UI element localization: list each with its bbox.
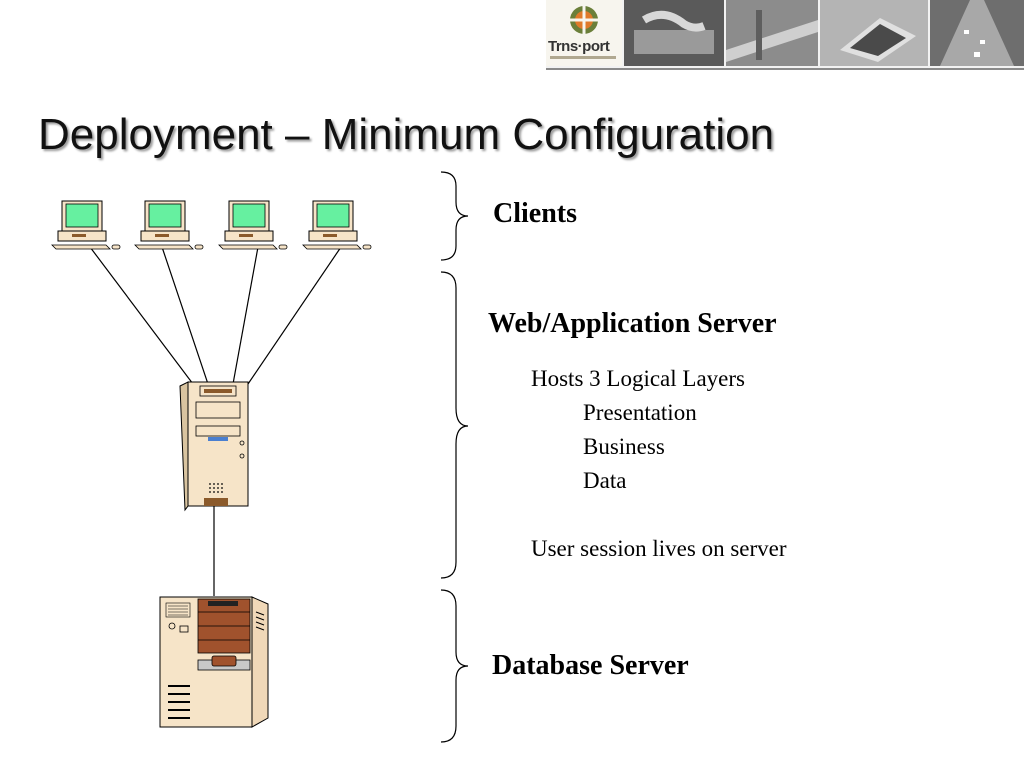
trnsport-logo: Trns·port [546, 0, 622, 66]
connection-line [247, 246, 342, 385]
brace-shapes [440, 171, 469, 743]
layer-business: Business [583, 434, 665, 459]
photo-highway-overpass [726, 0, 818, 66]
web-server-brace [440, 271, 469, 579]
logo-emblem-icon [570, 6, 598, 34]
web-server-label: Web/Application Server [488, 308, 777, 339]
logo-tagline-bar [550, 56, 616, 59]
photo-laptop [820, 0, 928, 66]
layer-presentation: Presentation [583, 400, 697, 425]
session-note: User session lives on server [531, 536, 787, 561]
photo-typing-hands [624, 0, 724, 66]
client-computer-icon [218, 200, 288, 250]
logo-text: Trns·port [548, 38, 610, 55]
client-computer-icon [302, 200, 372, 250]
connection-line [232, 246, 259, 385]
clients-label: Clients [493, 198, 577, 229]
database-brace [440, 589, 469, 743]
slide-title: Deployment – Minimum Configuration [38, 110, 775, 159]
database-server-label: Database Server [492, 650, 689, 681]
database-server-icon [159, 596, 269, 728]
web-server-tower-icon [179, 381, 249, 512]
photo-traffic-freeway [930, 0, 1024, 66]
client-computers [51, 200, 372, 250]
connection-line [89, 246, 194, 385]
client-computer-icon [134, 200, 204, 250]
header-banner: Trns·port [546, 0, 1024, 70]
client-computer-icon [51, 200, 121, 250]
layer-data: Data [583, 468, 627, 493]
hosts-label: Hosts 3 Logical Layers [531, 366, 745, 391]
clients-brace [440, 171, 469, 261]
connection-line [161, 246, 209, 385]
client-connection-lines [89, 246, 342, 385]
